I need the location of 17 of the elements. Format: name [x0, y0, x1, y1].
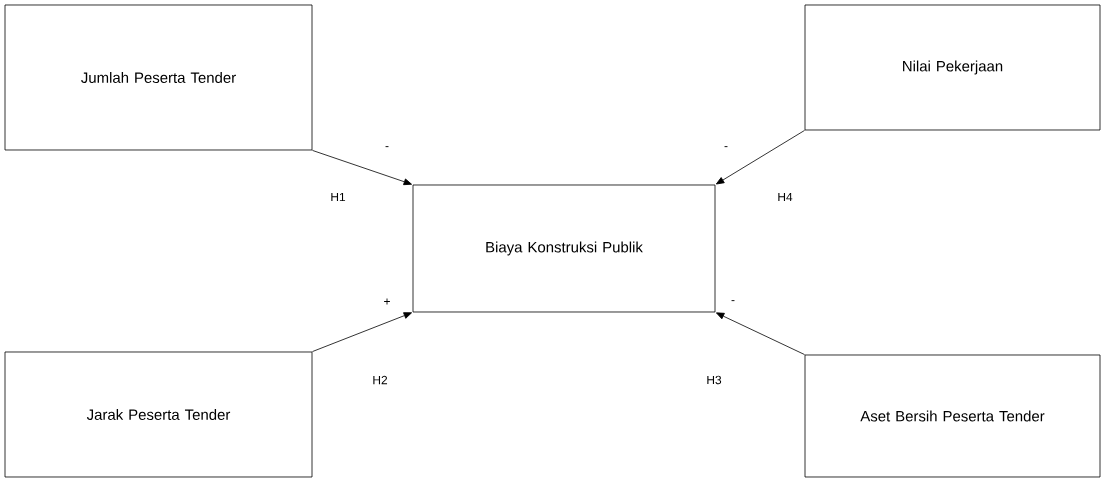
- edge-label: H2: [371, 374, 389, 386]
- process-box: Jumlah Peserta Tender: [4, 4, 313, 151]
- edge-label: H1: [329, 191, 347, 203]
- edge-label: H3: [705, 374, 723, 386]
- arrow: [716, 312, 805, 355]
- arrow: [312, 312, 412, 352]
- sign-label: -: [724, 146, 728, 148]
- arrow: [715, 130, 805, 185]
- edge-label: H4: [776, 191, 794, 203]
- sign-label: +: [384, 298, 390, 305]
- process-box: Aset Bersih Peserta Tender: [804, 354, 1101, 478]
- process-box: Nilai Pekerjaan: [804, 4, 1101, 131]
- arrow: [312, 150, 412, 186]
- sign-label: -: [731, 300, 735, 302]
- sign-label: -: [385, 146, 389, 148]
- process-box: Jarak Peserta Tender: [4, 351, 313, 478]
- process-box: Biaya Konstruksi Publik: [412, 184, 716, 313]
